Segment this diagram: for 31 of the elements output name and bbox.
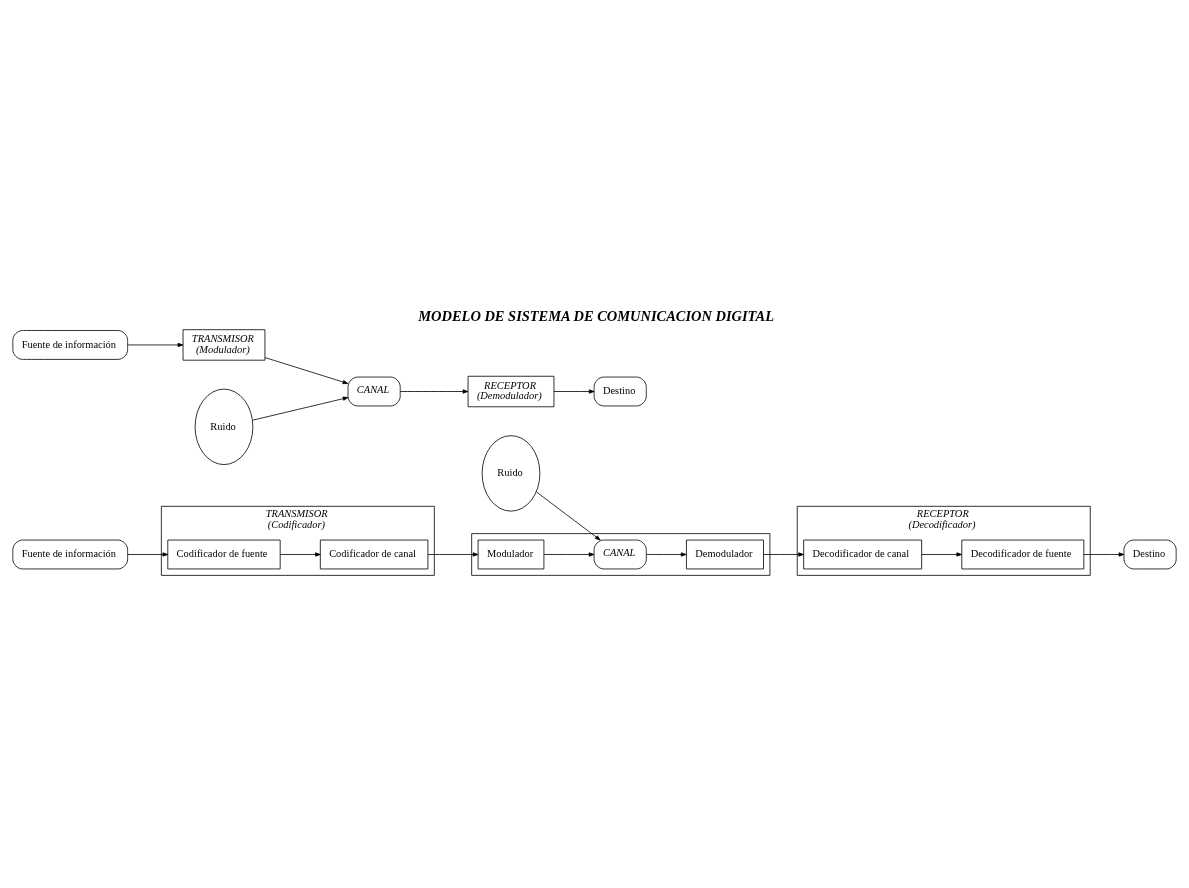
node-box: Decodificador de canal	[803, 539, 923, 569]
diagram-title: MODELO DE SISTEMA DE COMUNICACION DIGITAL	[418, 307, 775, 324]
node-box: Demodulador	[686, 539, 764, 569]
arrow	[127, 342, 184, 347]
node-box: TRANSMISOR (Modulador)	[182, 328, 266, 361]
node-box: Decodificador de fuente	[961, 539, 1085, 569]
node-box: Codificador de canal	[319, 539, 429, 569]
arrow	[646, 551, 687, 557]
node-box: CANAL	[593, 539, 647, 569]
arrow	[427, 551, 479, 557]
arrow	[543, 551, 595, 557]
node-box: Destino	[593, 376, 647, 406]
arrow	[127, 551, 169, 557]
node-box: Fuente de información	[12, 539, 129, 569]
arrow	[536, 491, 601, 540]
arrow	[553, 388, 595, 394]
arrow	[279, 551, 321, 557]
node-box: Codificador de fuente	[167, 539, 281, 569]
node-box: Modulador	[477, 539, 545, 569]
arrow	[264, 356, 349, 384]
arrow	[763, 551, 804, 557]
node-ellipse: Ruido	[194, 388, 254, 465]
arrow	[252, 396, 349, 421]
node-box: Fuente de información	[12, 329, 129, 360]
arrow	[921, 551, 963, 557]
node-ellipse: Ruido	[481, 434, 541, 512]
arrow	[1083, 551, 1125, 557]
node-box: Destino	[1123, 539, 1177, 569]
node-box: CANAL	[347, 376, 401, 406]
node-box: RECEPTOR (Demodulador)	[467, 375, 555, 407]
arrow	[399, 388, 469, 394]
